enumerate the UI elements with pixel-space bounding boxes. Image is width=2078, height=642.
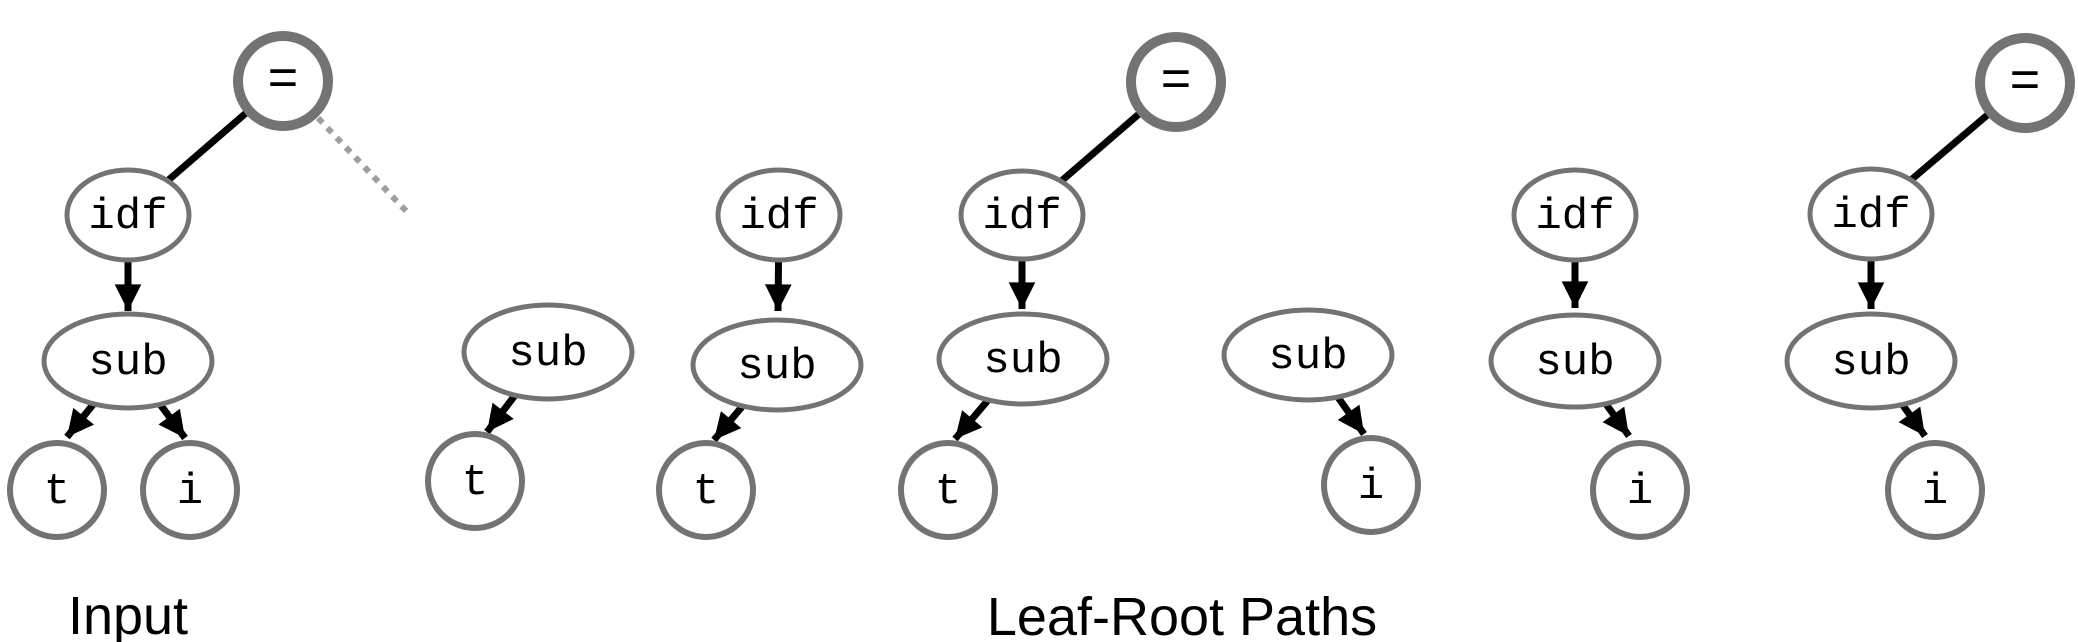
i-leaf-circle	[140, 440, 240, 540]
path-tree-4: sub i	[1221, 307, 1421, 535]
idf-node-ellipse	[1807, 166, 1935, 262]
sub-node-label: sub	[1535, 338, 1614, 388]
root-node-circle	[1126, 32, 1226, 132]
idf-node-ellipse	[715, 167, 843, 263]
sub-node-ellipse	[1488, 312, 1662, 410]
i-leaf-label: i	[1627, 467, 1653, 517]
path3-node-eq: =	[1126, 32, 1226, 132]
path3-node-sub: sub	[936, 311, 1110, 407]
path-tree-6: = idf sub i	[1784, 33, 2075, 540]
i-leaf-label: i	[1922, 467, 1948, 517]
path2-node-sub: sub	[690, 317, 864, 413]
path-tree-2: idf sub t	[656, 167, 864, 540]
t-leaf-circle	[898, 440, 998, 540]
path-tree-3: = idf sub t	[898, 32, 1226, 540]
path6-node-eq: =	[1975, 33, 2075, 133]
root-node-label: =	[1160, 53, 1191, 112]
path3-node-t: t	[898, 440, 998, 540]
i-leaf-circle	[1590, 440, 1690, 540]
t-leaf-label: t	[44, 467, 70, 517]
sub-node-label: sub	[737, 342, 816, 392]
path2-node-idf: idf	[715, 167, 843, 263]
idf-node-label: idf	[982, 192, 1061, 242]
t-leaf-label: t	[935, 467, 961, 517]
caption-input: Input	[68, 586, 188, 642]
path-tree-1: sub t	[425, 302, 635, 531]
input-node-t: t	[7, 440, 107, 540]
sub-node-ellipse	[41, 311, 215, 411]
t-leaf-label: t	[462, 458, 488, 508]
sub-node-label: sub	[88, 338, 167, 388]
t-leaf-circle	[656, 440, 756, 540]
root-node-label: =	[267, 52, 298, 111]
idf-node-ellipse	[64, 167, 192, 263]
input-tree: = idf sub t i	[7, 31, 412, 540]
sub-node-ellipse	[690, 317, 864, 413]
t-leaf-circle	[425, 431, 525, 531]
path5-node-sub: sub	[1488, 312, 1662, 410]
path3-node-idf: idf	[958, 168, 1086, 262]
path-tree-5: idf sub i	[1488, 167, 1690, 540]
i-leaf-label: i	[1358, 462, 1384, 512]
path4-node-i: i	[1321, 435, 1421, 535]
sub-node-ellipse	[936, 311, 1110, 407]
input-node-eq: =	[233, 31, 333, 131]
i-leaf-circle	[1885, 440, 1985, 540]
caption-leaf-root-paths: Leaf-Root Paths	[987, 587, 1377, 642]
path5-node-idf: idf	[1511, 167, 1639, 263]
sub-node-label: sub	[1268, 332, 1347, 382]
root-node-circle	[233, 31, 333, 131]
idf-node-label: idf	[739, 192, 818, 242]
input-node-idf: idf	[64, 167, 192, 263]
sub-node-label: sub	[508, 329, 587, 379]
idf-node-ellipse	[1511, 167, 1639, 263]
sub-node-ellipse	[461, 302, 635, 402]
i-leaf-circle	[1321, 435, 1421, 535]
t-leaf-circle	[7, 440, 107, 540]
path4-node-sub: sub	[1221, 307, 1395, 403]
path6-node-sub: sub	[1784, 311, 1958, 411]
t-leaf-label: t	[693, 467, 719, 517]
root-node-circle	[1975, 33, 2075, 133]
sub-node-ellipse	[1784, 311, 1958, 411]
sub-node-label: sub	[983, 336, 1062, 386]
path2-node-t: t	[656, 440, 756, 540]
idf-node-ellipse	[958, 168, 1086, 262]
input-node-i: i	[140, 440, 240, 540]
idf-node-label: idf	[1535, 192, 1614, 242]
path1-node-sub: sub	[461, 302, 635, 402]
sub-node-ellipse	[1221, 307, 1395, 403]
path1-node-t: t	[425, 431, 525, 531]
path6-node-idf: idf	[1807, 166, 1935, 262]
i-leaf-label: i	[177, 467, 203, 517]
sub-node-label: sub	[1831, 338, 1910, 388]
path5-node-i: i	[1590, 440, 1690, 540]
root-node-label: =	[2009, 54, 2040, 113]
path6-node-i: i	[1885, 440, 1985, 540]
input-node-sub: sub	[41, 311, 215, 411]
idf-node-label: idf	[1831, 191, 1910, 241]
idf-node-label: idf	[88, 192, 167, 242]
